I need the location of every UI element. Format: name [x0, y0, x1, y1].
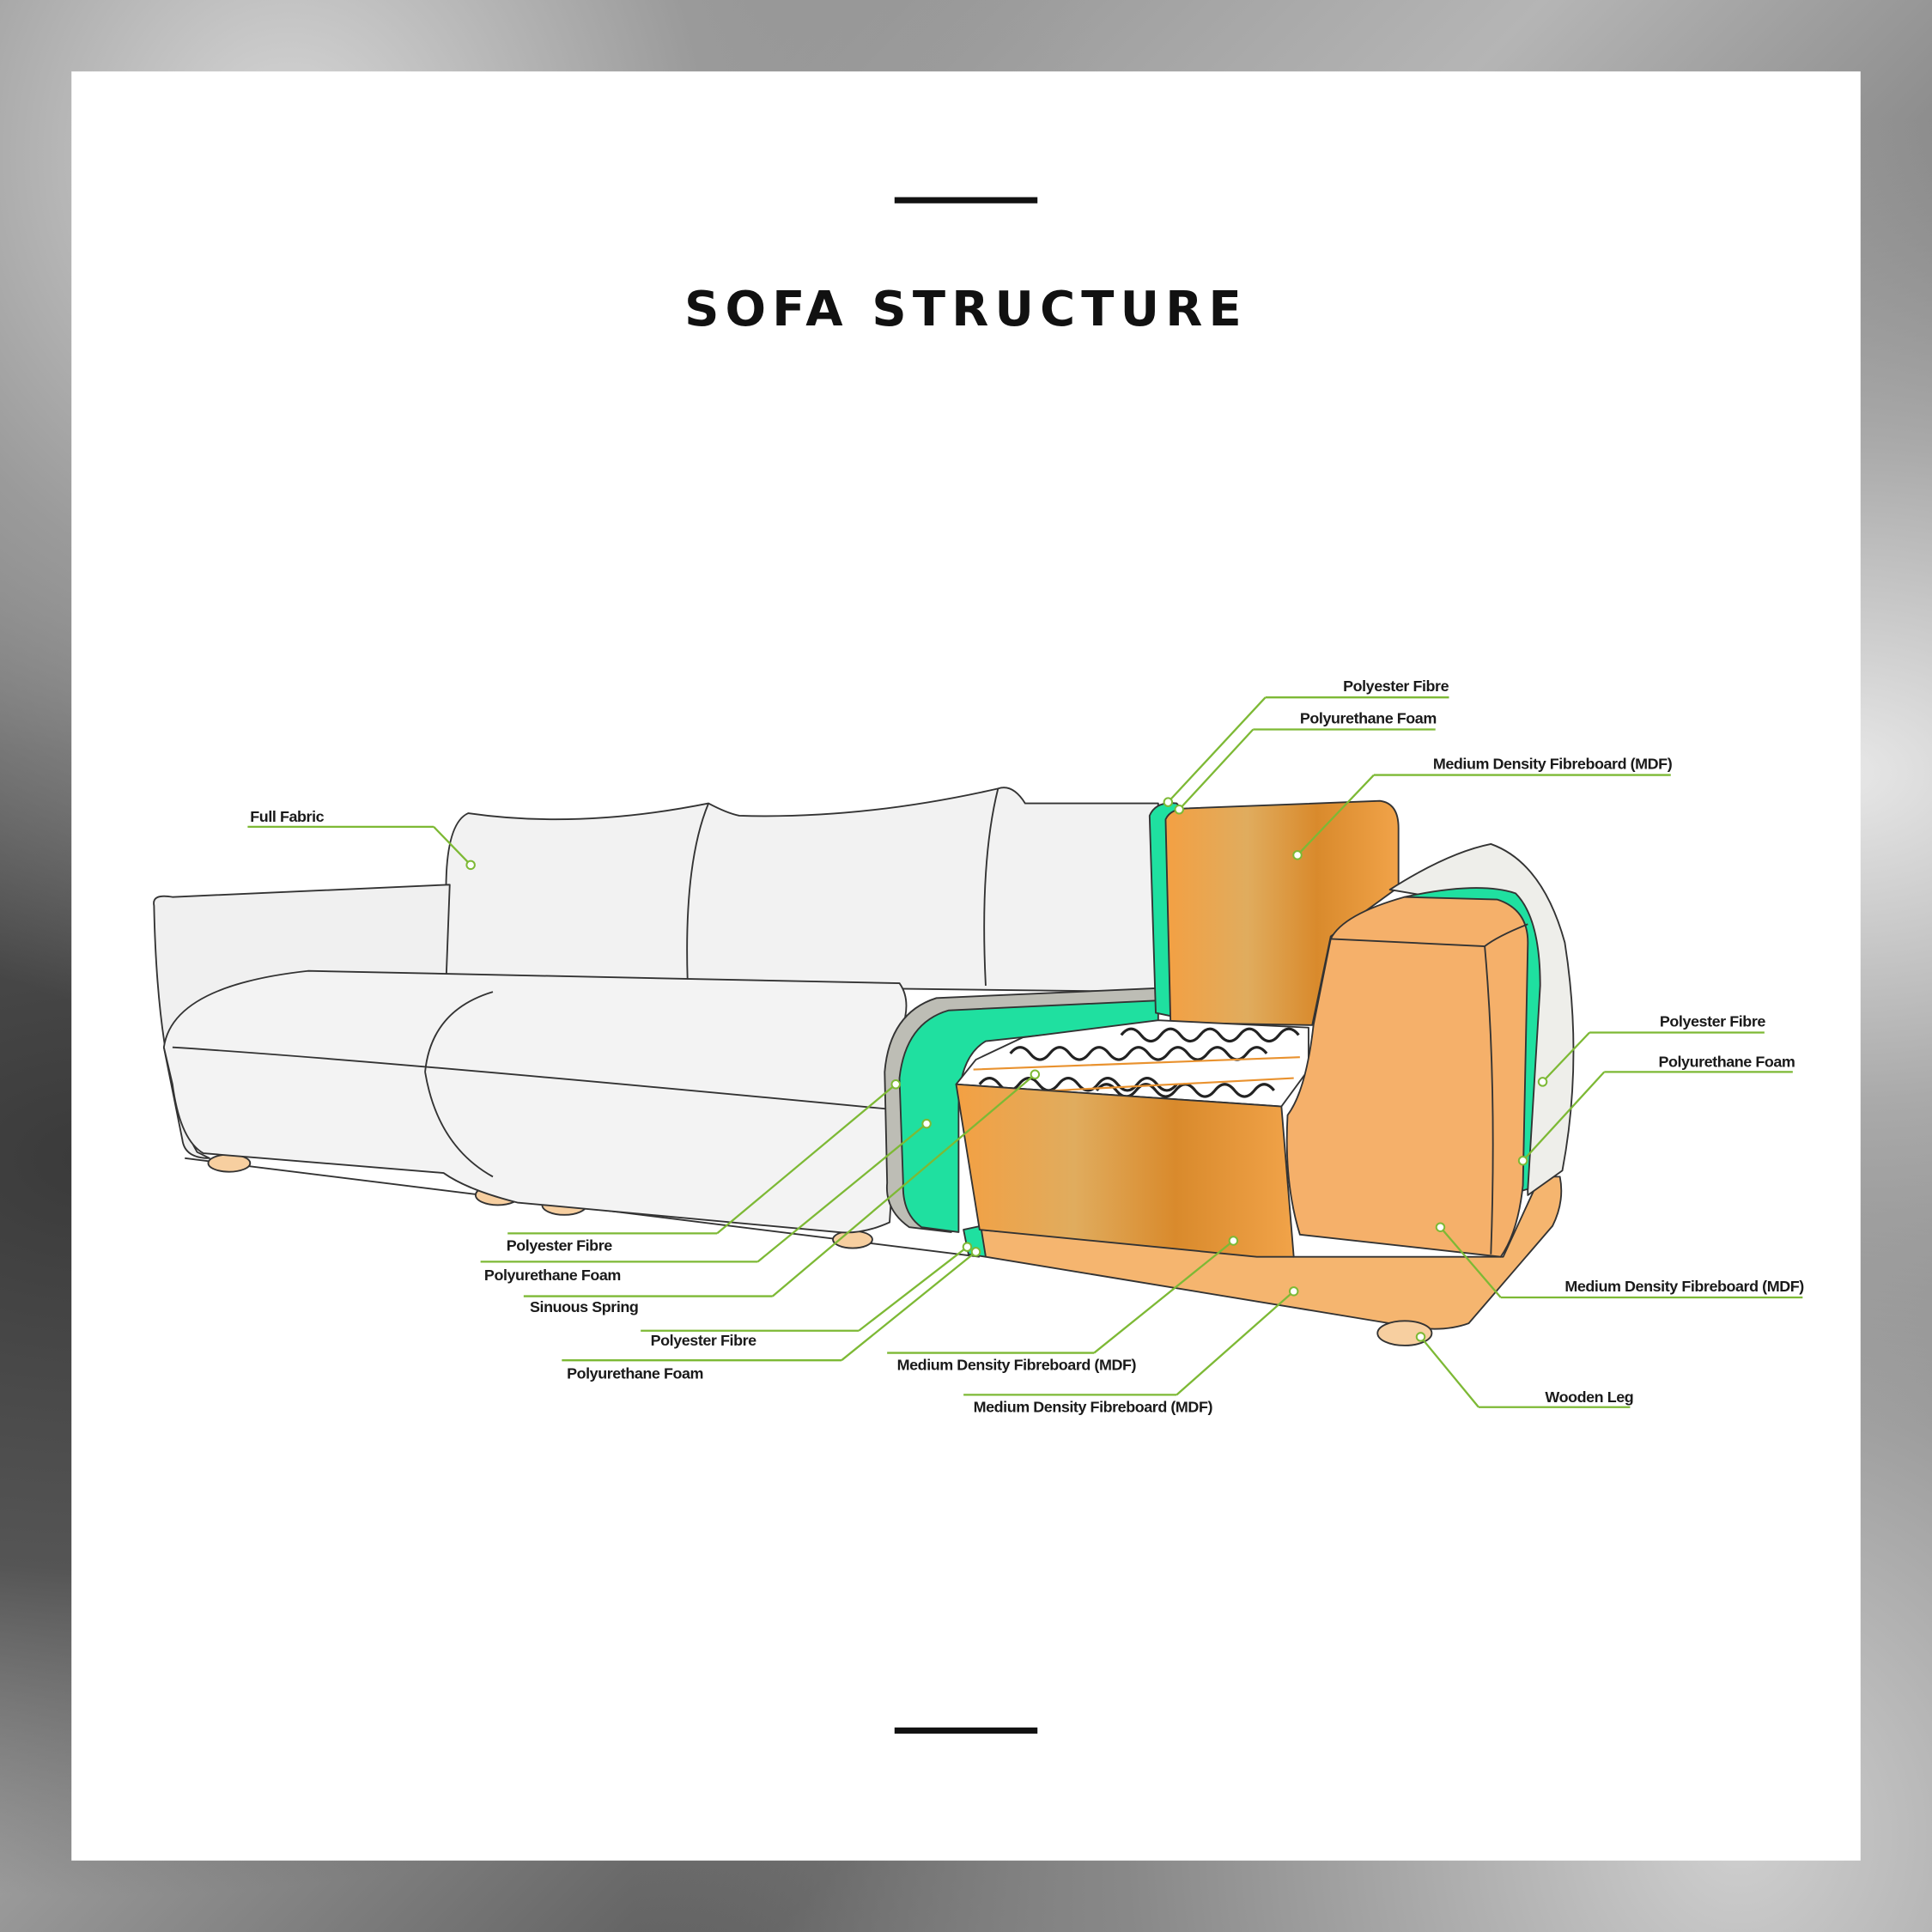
callout-polyester-fibre: Polyester Fibre — [641, 1242, 973, 1349]
callout-dot — [465, 860, 476, 871]
leader-line — [1093, 1240, 1235, 1354]
callout-label: Polyester Fibre — [1343, 677, 1449, 695]
callout-dot — [1228, 1236, 1239, 1246]
callout-wooden-leg: Wooden Leg — [1415, 1332, 1634, 1408]
callout-dot — [1030, 1069, 1041, 1080]
callout-medium-density-fibreboard-mdf: Medium Density Fibreboard (MDF) — [963, 1286, 1299, 1415]
callout-label: Sinuous Spring — [530, 1298, 638, 1315]
bottom-divider-bar — [894, 1727, 1038, 1734]
leader-line — [1419, 1336, 1479, 1408]
callout-label: Polyurethane Foam — [484, 1267, 621, 1284]
leader-line — [1167, 696, 1267, 803]
leader-line — [771, 1073, 1036, 1297]
leader-line — [858, 1246, 969, 1332]
callout-dot — [890, 1079, 901, 1090]
callout-polyester-fibre: Polyester Fibre — [507, 1079, 901, 1254]
leader-line — [1439, 1226, 1502, 1298]
callout-full-fabric: Full Fabric — [247, 808, 476, 871]
callout-dot — [1163, 797, 1174, 807]
seat-foam-layer — [898, 999, 1159, 1233]
top-divider-bar — [894, 197, 1038, 204]
callout-label: Polyester Fibre — [507, 1236, 612, 1254]
callout-sinuous-spring: Sinuous Spring — [523, 1069, 1041, 1315]
callout-label: Polyurethane Foam — [1300, 709, 1437, 726]
leader-line — [1178, 728, 1255, 811]
callout-label: Polyester Fibre — [1660, 1012, 1765, 1030]
callout-dot — [1435, 1222, 1446, 1232]
callout-medium-density-fibreboard-mdf: Medium Density Fibreboard (MDF) — [1292, 755, 1673, 860]
right-arm-mdf — [1285, 896, 1529, 1258]
leader-line — [1541, 1031, 1590, 1083]
callout-polyurethane-foam: Polyurethane Foam — [1517, 1054, 1795, 1166]
back-mdf — [1164, 799, 1400, 1026]
callout-polyester-fibre: Polyester Fibre — [1537, 1012, 1766, 1087]
page-title: SOFA STRUCTURE — [684, 282, 1248, 337]
callout-polyurethane-foam: Polyurethane Foam — [1174, 709, 1437, 815]
callout-medium-density-fibreboard-mdf: Medium Density Fibreboard (MDF) — [1435, 1222, 1805, 1299]
seat-mdf-box — [955, 1083, 1295, 1258]
callout-polyurethane-foam: Polyurethane Foam — [480, 1118, 932, 1284]
callout-label: Medium Density Fibreboard (MDF) — [1433, 755, 1673, 772]
callout-polyurethane-foam: Polyurethane Foam — [562, 1247, 981, 1382]
leader-line — [1522, 1071, 1606, 1162]
callout-label: Wooden Leg — [1545, 1388, 1633, 1406]
callout-dot — [921, 1118, 932, 1129]
leader-line — [716, 1083, 896, 1235]
callout-dot — [1415, 1332, 1426, 1342]
sofa-illustration — [153, 787, 1575, 1346]
leader-line — [1176, 1290, 1295, 1396]
seat-cushions — [162, 969, 908, 1234]
leader-line — [433, 826, 471, 866]
callout-label: Polyester Fibre — [651, 1332, 756, 1349]
callout-medium-density-fibreboard-mdf: Medium Density Fibreboard (MDF) — [887, 1236, 1239, 1374]
callout-dot — [1174, 805, 1184, 815]
callout-dot — [962, 1242, 973, 1252]
callout-dot — [1517, 1155, 1528, 1166]
leader-line — [841, 1251, 977, 1362]
callout-label: Polyurethane Foam — [567, 1365, 703, 1382]
callout-label: Medium Density Fibreboard (MDF) — [1564, 1278, 1804, 1295]
callout-label: Medium Density Fibreboard (MDF) — [897, 1357, 1137, 1374]
callout-label: Polyurethane Foam — [1658, 1054, 1795, 1071]
callout-dot — [1292, 850, 1303, 860]
back-cushions — [445, 787, 1159, 993]
callout-dot — [1537, 1077, 1548, 1087]
callout-polyester-fibre: Polyester Fibre — [1163, 677, 1449, 807]
callout-label: Full Fabric — [250, 808, 324, 825]
callout-label: Medium Density Fibreboard (MDF) — [974, 1398, 1213, 1415]
callout-dot — [1288, 1286, 1299, 1297]
leader-line — [1297, 774, 1375, 856]
callout-dot — [970, 1247, 981, 1257]
leader-line — [756, 1122, 927, 1263]
